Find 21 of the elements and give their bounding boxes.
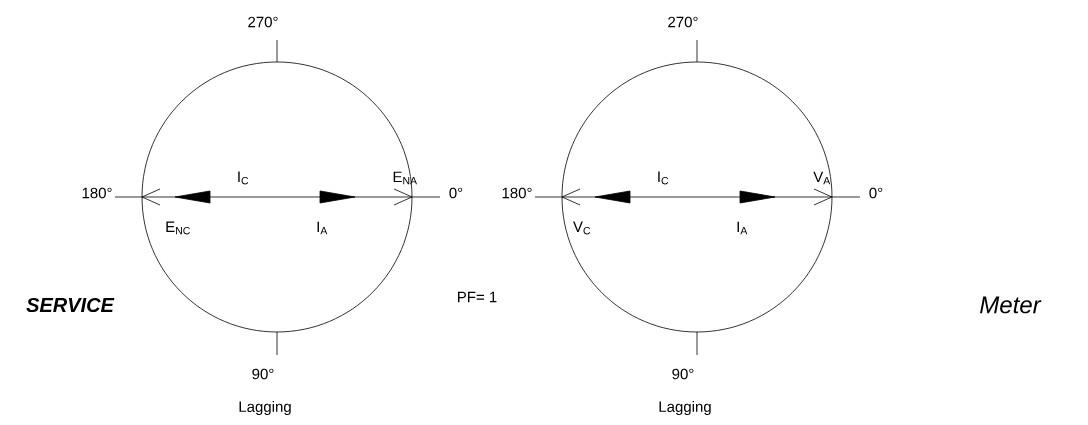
degree-label: 270° — [668, 16, 698, 28]
axis-label: Lagging — [239, 401, 291, 415]
phasor-label: I$_{A}$ — [317, 221, 328, 235]
degree-label: 0° — [869, 187, 883, 199]
axis-label: Lagging — [659, 401, 711, 415]
phasor-label: E$_{NA}$ — [393, 171, 418, 185]
caption-label: Meter — [980, 296, 1042, 314]
degree-label: 270° — [248, 16, 278, 28]
phasor-label: E$_{NC}$ — [166, 221, 190, 235]
note-label: PF= 1 — [458, 291, 497, 303]
degree-label: 90° — [672, 368, 694, 380]
degree-label: 180° — [82, 187, 112, 199]
degree-label: 90° — [252, 368, 274, 380]
phasor-label: V$_{C}$ — [573, 221, 591, 235]
phasor-label: I$_{C}$ — [238, 171, 249, 185]
caption-label: SERVICE — [26, 297, 115, 313]
phasor-label: V$_{A}$ — [813, 171, 831, 185]
degree-label: 180° — [502, 187, 532, 199]
phasor-label: I$_{A}$ — [737, 221, 748, 235]
degree-label: 0° — [449, 187, 463, 199]
phasor-label: I$_{C}$ — [658, 171, 669, 185]
